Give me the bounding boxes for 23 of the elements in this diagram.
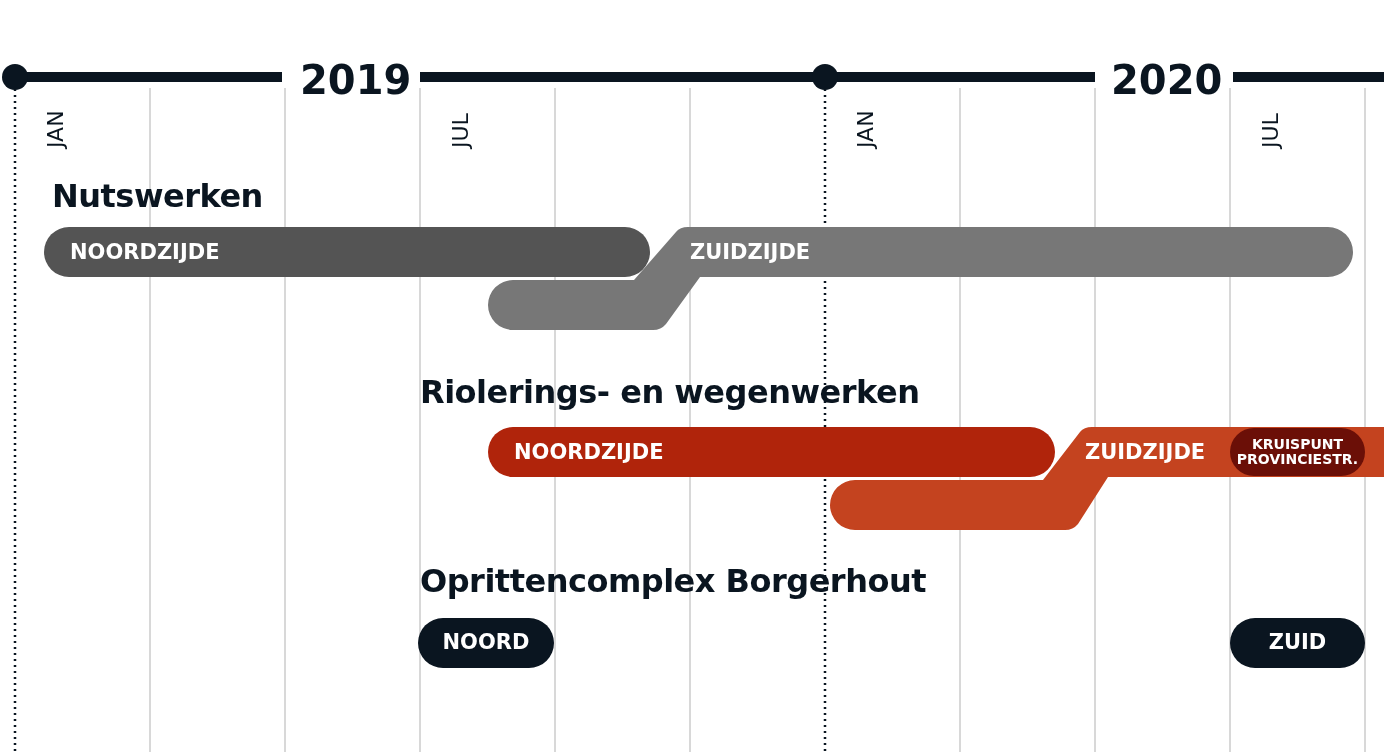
timeline-bar — [830, 427, 1384, 530]
month-label: JUL — [1260, 113, 1282, 148]
timeline-bar — [488, 427, 1055, 477]
bar-label: ZUIDZIJDE — [1085, 442, 1206, 463]
timeline-bar — [488, 227, 1353, 330]
bar-label: ZUID — [1267, 632, 1328, 653]
month-label: JUL — [450, 113, 472, 148]
bar-label: ZUIDZIJDE — [690, 242, 811, 263]
bar-label: NOORD — [441, 632, 531, 653]
bar-label: KRUISPUNT PROVINCIESTR. — [1236, 437, 1359, 468]
bar-label: NOORDZIJDE — [514, 442, 664, 463]
timeline-bar — [1230, 618, 1365, 668]
timeline-bar — [44, 227, 650, 277]
section-heading: Oprittencomplex Borgerhout — [420, 565, 926, 597]
month-label: JAN — [45, 110, 67, 148]
timeline-bar — [418, 618, 554, 668]
year-label: 2020 — [1111, 60, 1223, 100]
year-label: 2019 — [300, 60, 412, 100]
section-heading: Nutswerken — [52, 180, 263, 212]
milestone-pill — [1230, 428, 1365, 476]
month-label: JAN — [855, 110, 877, 148]
bar-label: NOORDZIJDE — [70, 242, 220, 263]
section-heading: Riolerings- en wegenwerken — [420, 376, 920, 408]
